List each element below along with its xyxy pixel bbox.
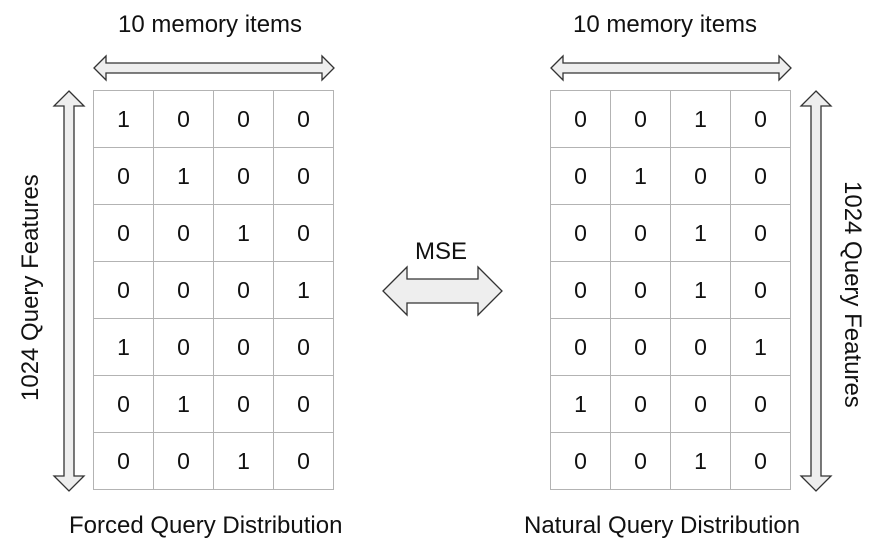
right-matrix-cell: 0 [550,90,611,148]
right-matrix-cell: 1 [670,261,731,319]
left-matrix-cell: 0 [273,375,334,433]
left-top-label: 10 memory items [118,11,303,38]
right-height-arrow [799,90,833,492]
left-side-label: 1024 Query Features [17,174,44,401]
mse-label: MSE [415,238,468,265]
right-matrix-cell: 0 [550,432,611,490]
right-matrix-cell: 0 [550,204,611,262]
left-matrix-cell: 1 [213,204,274,262]
left-matrix-cell: 1 [93,318,154,376]
left-matrix-cell: 0 [213,318,274,376]
right-matrix-cell: 0 [730,432,791,490]
left-matrix-cell: 0 [213,90,274,148]
right-matrix-cell: 0 [550,318,611,376]
right-matrix-cell: 1 [730,318,791,376]
right-matrix-cell: 0 [730,90,791,148]
left-matrix-cell: 0 [93,432,154,490]
right-top-label: 10 memory items [573,11,758,38]
right-matrix-cell: 0 [550,261,611,319]
left-matrix-cell: 0 [93,204,154,262]
left-matrix-cell: 0 [153,318,214,376]
right-matrix-cell: 0 [610,90,671,148]
right-matrix-cell: 0 [550,147,611,205]
left-matrix-cell: 0 [153,432,214,490]
left-matrix-cell: 0 [273,147,334,205]
right-matrix-cell: 0 [730,261,791,319]
left-width-arrow [93,54,335,82]
right-matrix-cell: 0 [670,147,731,205]
left-matrix-cell: 0 [93,375,154,433]
left-matrix-cell: 1 [153,147,214,205]
right-matrix-cell: 0 [610,204,671,262]
right-matrix-cell: 0 [610,261,671,319]
left-matrix-cell: 0 [273,432,334,490]
right-matrix-cell: 1 [670,90,731,148]
left-height-arrow [52,90,86,492]
right-side-label: 1024 Query Features [839,181,866,408]
right-matrix-cell: 0 [610,318,671,376]
right-matrix-cell: 1 [550,375,611,433]
right-matrix-cell: 1 [610,147,671,205]
left-matrix-cell: 0 [153,204,214,262]
right-matrix-cell: 0 [730,375,791,433]
right-matrix-cell: 0 [670,318,731,376]
left-matrix-cell: 0 [213,375,274,433]
left-matrix-cell: 1 [213,432,274,490]
left-matrix-cell: 1 [153,375,214,433]
left-matrix-cell: 0 [153,90,214,148]
left-matrix-cell: 0 [273,204,334,262]
mse-arrow [382,265,503,317]
right-caption: Natural Query Distribution [524,512,801,539]
right-matrix-cell: 0 [730,147,791,205]
left-matrix-cell: 0 [93,261,154,319]
left-matrix-cell: 0 [273,318,334,376]
right-matrix-cell: 0 [610,432,671,490]
left-matrix-cell: 1 [93,90,154,148]
right-matrix-cell: 0 [610,375,671,433]
left-matrix-cell: 0 [273,90,334,148]
left-matrix-cell: 0 [213,147,274,205]
right-matrix-cell: 1 [670,204,731,262]
right-matrix-cell: 0 [730,204,791,262]
right-matrix-cell: 0 [670,375,731,433]
right-width-arrow [550,54,792,82]
left-caption: Forced Query Distribution [69,512,343,539]
left-matrix-cell: 0 [93,147,154,205]
left-matrix-cell: 0 [213,261,274,319]
left-matrix-cell: 1 [273,261,334,319]
left-matrix-cell: 0 [153,261,214,319]
right-matrix-cell: 1 [670,432,731,490]
